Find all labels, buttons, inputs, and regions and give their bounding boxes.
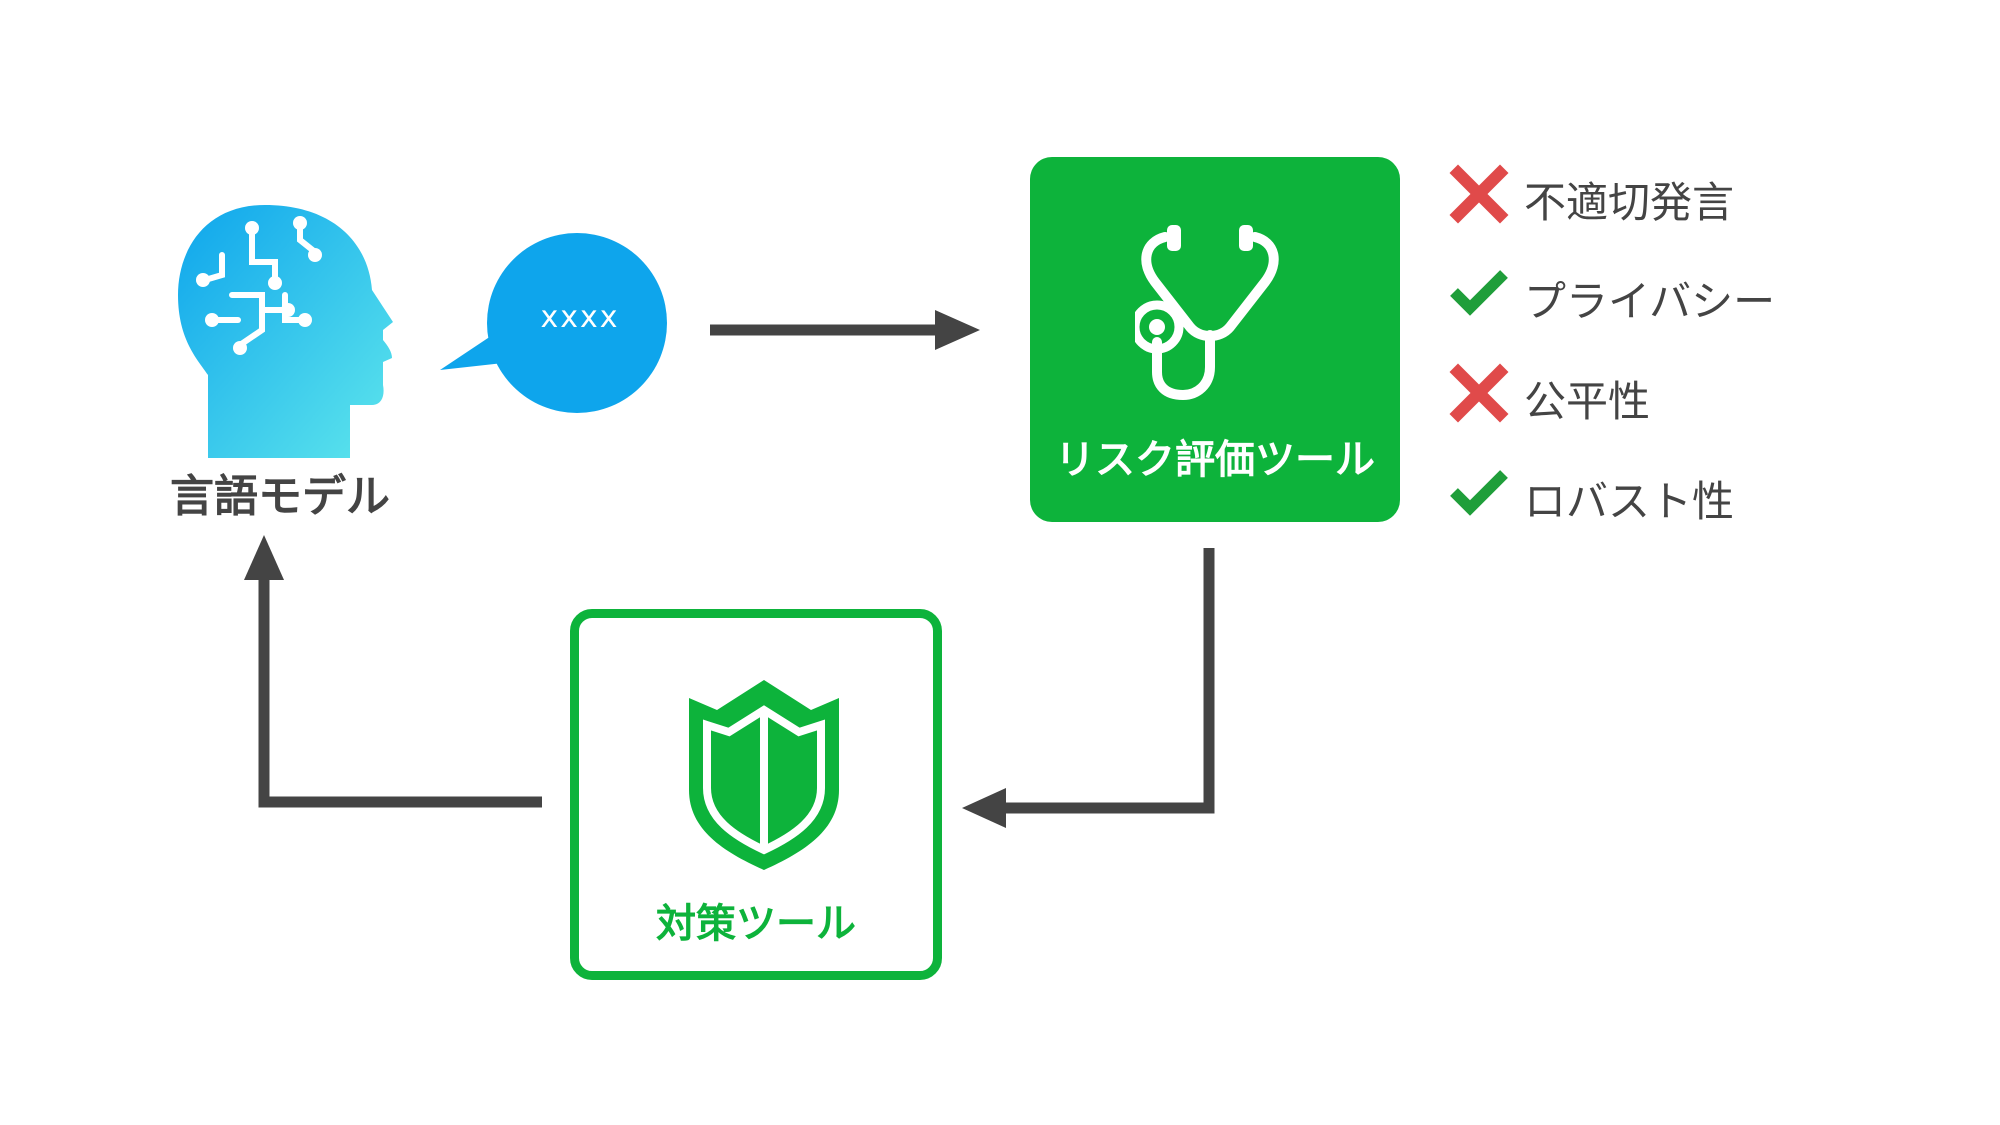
criteria-item-inappropriate-speech: 不適切発言 <box>1448 163 1868 227</box>
check-icon <box>1450 470 1508 516</box>
risk-assessment-tool: リスク評価ツール <box>1030 157 1400 522</box>
language-model-label: 言語モデル <box>170 471 390 522</box>
check-icon <box>1450 270 1508 316</box>
criteria-label: 不適切発言 <box>1524 178 1735 227</box>
arrow-to-risk-tool <box>710 310 980 350</box>
countermeasure-tool-label: 対策ツール <box>656 901 856 947</box>
criteria-item-fairness: 公平性 <box>1448 362 1868 426</box>
criteria-item-privacy: プライバシー <box>1448 262 1868 326</box>
speech-bubble-text: xxxx <box>540 300 620 335</box>
risk-assessment-tool-label: リスク評価ツール <box>1055 437 1375 483</box>
countermeasure-tool: 対策ツール <box>570 609 942 980</box>
speech-bubble <box>440 233 667 413</box>
ai-head-icon <box>178 205 393 458</box>
cross-icon <box>1449 363 1509 423</box>
cross-icon <box>1449 164 1509 224</box>
criteria-label: 公平性 <box>1524 377 1651 426</box>
shield-icon <box>689 680 839 870</box>
arrow-to-countermeasure-tool <box>962 548 1215 828</box>
criteria-label: プライバシー <box>1524 277 1776 326</box>
criteria-item-robustness: ロバスト性 <box>1448 462 1868 526</box>
stethoscope-icon <box>1135 225 1279 401</box>
criteria-label: ロバスト性 <box>1524 477 1735 526</box>
arrow-to-language-model <box>244 535 542 808</box>
